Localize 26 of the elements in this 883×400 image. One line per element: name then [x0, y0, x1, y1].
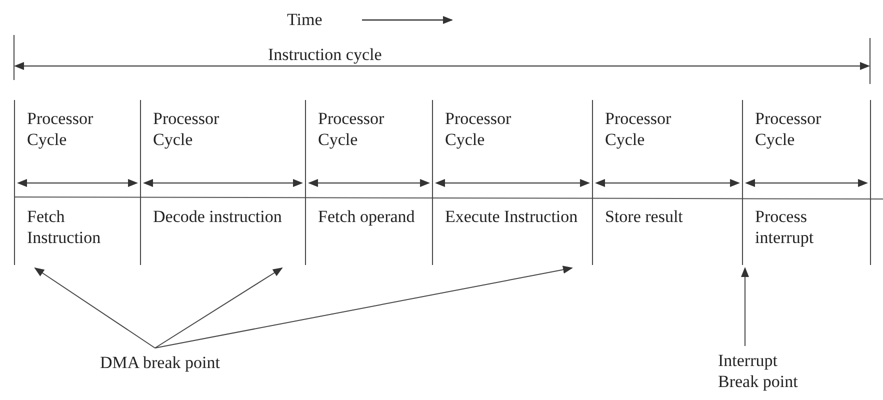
cycle-heading: Processor Cycle	[755, 108, 822, 150]
axis-label: Time	[287, 9, 322, 30]
cycle-heading: Processor Cycle	[445, 108, 512, 150]
phase-label: Decode instruction	[153, 206, 283, 227]
cycle-heading: Processor Cycle	[153, 108, 220, 150]
cycle-column	[592, 100, 742, 265]
cycle-heading: Processor Cycle	[605, 108, 672, 150]
phase-label: Execute Instruction	[445, 206, 579, 227]
arrow	[154, 267, 283, 348]
phase-label: Fetch operand	[318, 206, 416, 227]
arrow	[741, 267, 749, 346]
cycle-column	[14, 100, 140, 265]
span-label: Instruction cycle	[268, 44, 382, 65]
cycle-column	[140, 100, 305, 265]
phase-label: Fetch Instruction	[27, 206, 102, 248]
annotation-text: DMA break point	[100, 352, 270, 373]
cycle-heading: Processor Cycle	[318, 108, 386, 150]
arrow	[34, 267, 156, 348]
phase-label: Process interrupt	[755, 206, 815, 248]
cycle-column	[742, 100, 871, 265]
cycle-heading: Processor Cycle	[27, 108, 94, 150]
cycle-column	[305, 100, 432, 265]
cycle-column	[432, 100, 592, 265]
phase-label: Store result	[605, 206, 684, 227]
annotation-text: Interrupt Break point	[718, 350, 813, 392]
arrow	[154, 266, 573, 348]
